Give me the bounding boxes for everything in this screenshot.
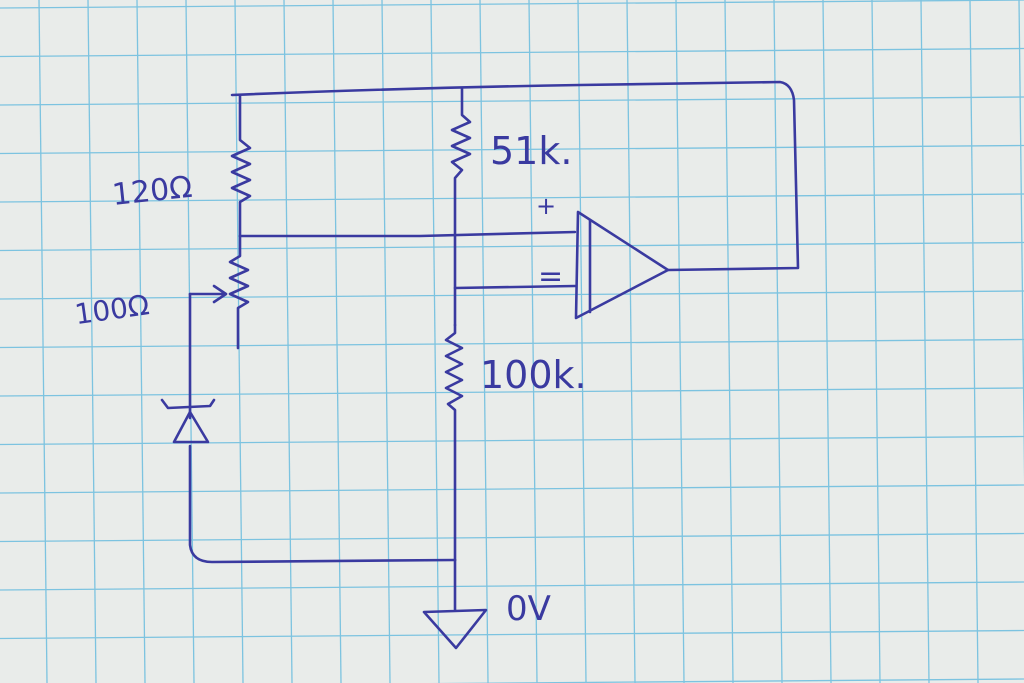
grid-line-horizontal <box>0 47 1024 58</box>
label-51k: 51k. <box>490 129 572 173</box>
grid-line-horizontal <box>0 532 1024 543</box>
grid-line-vertical <box>626 0 636 683</box>
zener-branch-wire <box>188 292 457 564</box>
grid-line-vertical <box>479 0 489 683</box>
grid-line-horizontal <box>0 629 1024 640</box>
potentiometer-100-ohm <box>228 234 250 350</box>
top-rail-wire <box>230 80 800 272</box>
component-labels: 120Ω 100Ω 51k. 100k. + = 0V <box>73 129 587 629</box>
grid-line-horizontal <box>428 678 1024 683</box>
grid-line-vertical <box>430 0 440 683</box>
grid-line-horizontal <box>0 338 1024 349</box>
grid-line-vertical <box>381 0 391 683</box>
grid-line-horizontal <box>0 241 1024 252</box>
grid-line-horizontal <box>0 96 1024 106</box>
grid-line-vertical <box>87 0 97 683</box>
grid-line-horizontal <box>0 193 1024 203</box>
grid-line-vertical <box>1018 0 1024 483</box>
label-120-ohm: 120Ω <box>110 170 193 213</box>
minus-input-wire <box>453 284 577 290</box>
grid-line-horizontal <box>0 0 1024 9</box>
zener-diode <box>160 398 216 444</box>
grid-line-horizontal <box>0 144 1024 155</box>
grid-line-vertical <box>332 0 342 683</box>
grid-line-vertical <box>38 0 48 683</box>
grid-line-horizontal <box>0 290 1024 300</box>
op-amp-triangle <box>574 210 670 320</box>
ground-symbol <box>422 558 488 650</box>
resistor-120-ohm <box>230 93 252 238</box>
grid-line-vertical <box>577 0 587 683</box>
grid-line-horizontal <box>0 581 1024 591</box>
grid-line-vertical <box>528 0 538 683</box>
plus-input-wire <box>238 230 577 238</box>
grid-line-vertical <box>675 0 685 683</box>
grid-line-horizontal <box>0 387 1024 397</box>
label-minus-input: = <box>538 259 563 294</box>
grid-line-vertical <box>136 0 146 683</box>
grid-line-horizontal <box>0 484 1024 494</box>
label-plus-input: + <box>536 192 556 220</box>
resistor-100k <box>444 323 464 562</box>
grid-line-vertical <box>871 0 881 683</box>
grid-line-vertical <box>283 0 293 683</box>
grid-line-vertical <box>969 0 979 683</box>
potentiometer-wiper-arrow <box>188 284 228 304</box>
label-ground-0v: 0V <box>506 589 551 629</box>
label-100k: 100k. <box>480 353 587 397</box>
resistor-51k <box>450 86 472 327</box>
grid-line-vertical <box>920 0 930 683</box>
grid-line-horizontal <box>0 435 1024 446</box>
label-100-ohm: 100Ω <box>73 288 152 331</box>
ink-drawing <box>160 80 800 650</box>
